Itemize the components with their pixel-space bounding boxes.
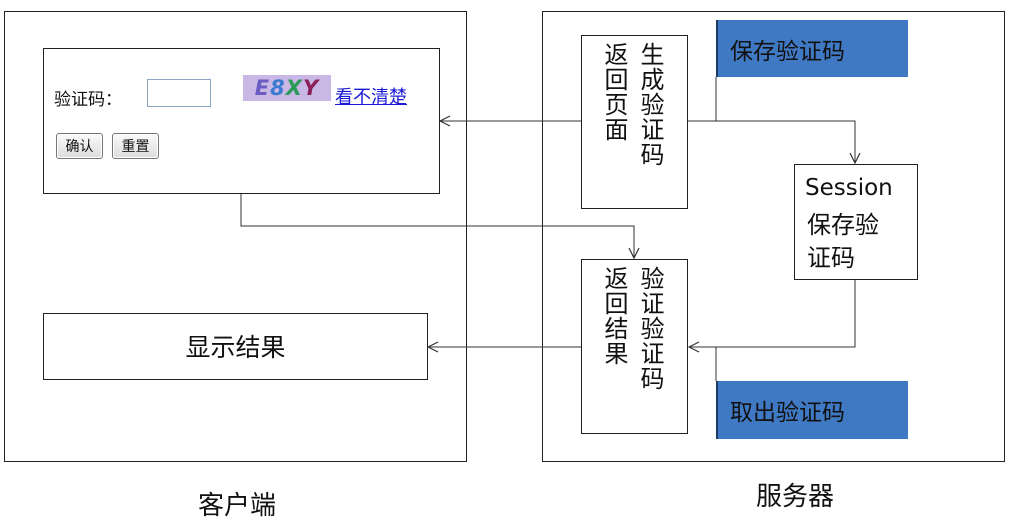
captcha-char: Y [302,76,320,100]
verify-code-label: 验证验证码 [636,266,664,391]
captcha-char: 8 [270,76,286,100]
captcha-image: E 8 X Y [243,75,331,101]
session-title: Session [805,175,893,201]
generate-code-box: 生成验证码 返回页面 [581,35,688,209]
save-code-banner: 保存验证码 [716,20,908,77]
result-box: 显示结果 [43,313,428,380]
arrow-to-session [688,120,855,163]
fetch-code-banner: 取出验证码 [716,381,908,439]
return-page-label: 返回页面 [600,42,628,142]
result-label: 显示结果 [185,333,286,362]
captcha-char: X [285,76,303,100]
refresh-captcha-link[interactable]: 看不清楚 [335,87,407,108]
confirm-button[interactable]: 确认 [56,133,103,159]
return-result-label: 返回结果 [600,266,628,366]
reset-button[interactable]: 重置 [112,133,159,159]
client-caption: 客户端 [198,491,277,521]
arrow-fetch-code [689,280,856,347]
arrow-submit [240,194,634,258]
captcha-input[interactable] [147,79,211,107]
captcha-form-box: 验证码： E 8 X Y 看不清楚 确认 重置 [43,48,440,194]
server-caption: 服务器 [756,482,835,512]
generate-code-label: 生成验证码 [636,42,664,167]
session-label: 保存验证码 [807,211,879,272]
verify-code-box: 验证验证码 返回结果 [581,259,688,434]
captcha-char: E [254,76,271,100]
session-box: Session 保存验证码 [794,164,918,280]
captcha-label: 验证码： [54,90,122,110]
